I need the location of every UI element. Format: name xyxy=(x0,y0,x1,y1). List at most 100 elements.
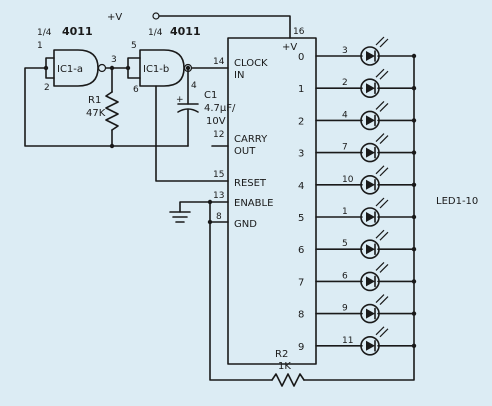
c1-plates xyxy=(177,103,199,113)
led-row: 65 xyxy=(298,229,417,259)
junction-dot xyxy=(411,53,417,59)
led-triangle xyxy=(366,244,375,255)
r2-value: 1K xyxy=(278,361,291,372)
light-arrow-icon xyxy=(375,36,389,48)
output-label: 8 xyxy=(298,310,304,321)
gate-b-inputs xyxy=(105,57,141,79)
light-arrow-icon xyxy=(375,229,389,241)
junction-dot xyxy=(109,65,115,71)
led-triangle xyxy=(366,340,375,351)
light-arrow-icon xyxy=(375,133,389,145)
junction-dot xyxy=(411,279,417,284)
gate-a-pin1: 1 xyxy=(37,41,43,51)
gate-a-pin3: 3 xyxy=(111,55,117,65)
r2-name: R2 xyxy=(275,349,288,360)
junction-dot xyxy=(411,86,417,91)
gate-a-part: 4011 xyxy=(62,25,93,38)
led-body xyxy=(360,142,380,163)
led-triangle xyxy=(366,308,375,319)
reset-label: RESET xyxy=(234,178,267,189)
led-triangle xyxy=(366,115,375,126)
carry-label: CARRY xyxy=(234,134,268,145)
light-arrow-icon xyxy=(375,197,389,209)
output-pin-number: 5 xyxy=(342,239,348,249)
gate-b-pin5: 5 xyxy=(131,41,137,51)
counter-chip: +V CLOCK IN CARRY OUT RESET ENABLE GND 1… xyxy=(211,37,317,365)
gate-b-pin4: 4 xyxy=(191,81,197,91)
common-rail xyxy=(303,55,415,381)
led-body xyxy=(360,175,380,195)
junction-dot xyxy=(411,343,417,348)
junction-dot xyxy=(411,182,417,187)
led-row: 89 xyxy=(298,294,417,324)
junction-dot xyxy=(207,199,213,205)
led-triangle xyxy=(366,276,375,287)
supply-terminal: +V 16 xyxy=(107,12,305,39)
led-label: LED1-10 xyxy=(436,196,478,207)
r1-zigzag xyxy=(105,91,119,131)
reset-pin-number: 15 xyxy=(213,170,224,180)
c1-value: 4.7µF/ xyxy=(204,103,236,114)
led-triangle xyxy=(366,212,375,222)
output-pin-number: 1 xyxy=(342,207,348,217)
output-label: 1 xyxy=(298,84,304,95)
led-body xyxy=(360,335,380,356)
output-label: 6 xyxy=(298,245,304,256)
gate-b-pin6: 6 xyxy=(133,85,139,95)
output-label: 7 xyxy=(298,277,304,288)
enable-label: ENABLE xyxy=(234,198,273,209)
junction-dot xyxy=(185,65,191,71)
gate-a-bubble xyxy=(97,63,107,73)
light-arrow-icon xyxy=(375,165,389,177)
gnd-pin-number: 8 xyxy=(216,212,222,222)
chip-body xyxy=(227,37,317,365)
output-pin-number: 10 xyxy=(342,175,354,185)
gate-ic1a: 1/4 4011 IC1-a 1 2 3 xyxy=(37,25,117,93)
output-pin-number: 4 xyxy=(342,110,348,120)
r1-name: R1 xyxy=(88,95,101,106)
junction-dot xyxy=(125,65,131,71)
led-body xyxy=(360,110,380,131)
oscillator-wiring: + R1 47K C1 4.7µF/ 10V xyxy=(24,57,236,149)
r1-bottom-wire xyxy=(111,129,189,147)
output-label: 5 xyxy=(298,213,304,224)
clock-pin-number: 14 xyxy=(213,57,225,67)
junction-dot xyxy=(109,143,115,149)
light-arrow-icon xyxy=(375,294,389,306)
led-row: 12 xyxy=(298,68,417,98)
junction-dot xyxy=(411,311,417,316)
led-body xyxy=(360,239,380,259)
output-pin-number: 3 xyxy=(342,46,348,56)
led-row: 76 xyxy=(298,261,417,292)
supply-terminal-circle xyxy=(152,12,160,20)
led-body xyxy=(360,46,380,66)
gate-ic1b: 1/4 4011 IC1-b 5 6 4 xyxy=(131,25,201,95)
led-triangle xyxy=(366,83,375,94)
light-arrow-icon xyxy=(375,326,389,338)
r2-left-wire xyxy=(209,221,273,381)
c1-voltage: 10V xyxy=(206,116,226,127)
output-label: 9 xyxy=(298,342,304,353)
led-body xyxy=(360,271,380,292)
led-row: 24 xyxy=(298,100,417,131)
carry-label-2: OUT xyxy=(234,146,256,157)
gnd-label: GND xyxy=(234,219,257,230)
led-body xyxy=(360,78,380,98)
output-pin-number: 11 xyxy=(342,336,353,346)
reset-wire xyxy=(155,85,229,182)
output-pin-number: 7 xyxy=(342,143,348,153)
led-row: 03 xyxy=(298,36,417,66)
r1-value: 47K xyxy=(86,108,106,119)
junction-dot xyxy=(411,118,417,123)
led-row: 9 11 xyxy=(298,326,417,356)
junction-dot xyxy=(43,65,49,71)
output-pin-number: 2 xyxy=(342,78,348,88)
enable-wire xyxy=(179,201,229,213)
junction-dot xyxy=(411,214,417,220)
feedback-wire xyxy=(24,67,113,147)
ground-icon xyxy=(169,211,191,223)
c1-polarity: + xyxy=(176,95,184,105)
output-label: 0 xyxy=(298,52,304,63)
